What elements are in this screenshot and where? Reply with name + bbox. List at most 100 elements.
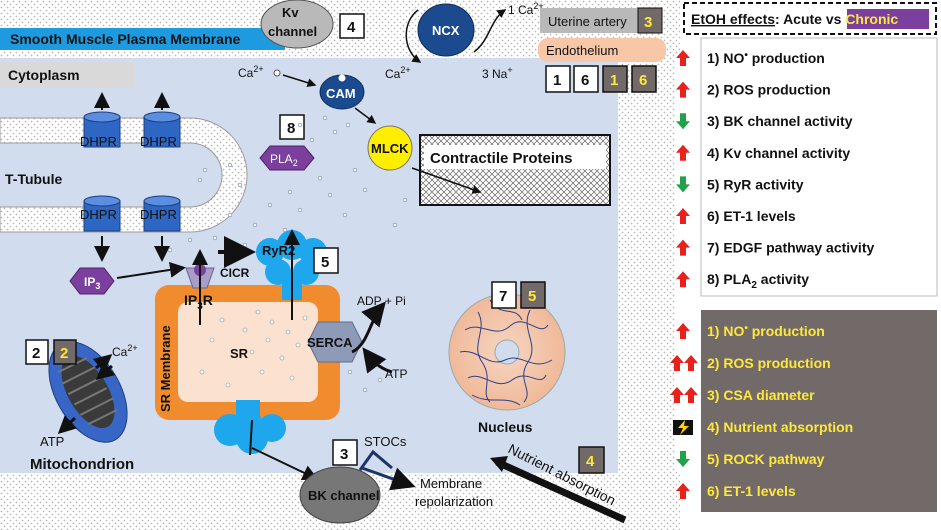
repol-label-2: repolarization — [415, 494, 493, 509]
legend-chronic-item: 5) ROCK pathway — [676, 451, 825, 467]
endothelium-badge-1: 1 — [553, 72, 561, 89]
dhpr-label: DHPR — [140, 134, 177, 149]
uterine-artery-label: Uterine artery — [548, 14, 627, 29]
mito-badge-1 — [25, 339, 49, 365]
serca-adp-arrow — [351, 301, 386, 354]
legend-acute-text: 8) PLA2 activity — [707, 271, 809, 291]
mito-ca: Ca2+ — [112, 343, 138, 359]
sr-calcium-leak-channel — [214, 400, 286, 454]
legend-chronic-panel — [701, 310, 937, 512]
legend-chronic-text: 3) CSA diameter — [707, 387, 815, 403]
ca-ion — [273, 69, 281, 77]
cam-ca-bound — [338, 74, 346, 82]
up-arrow-icon — [676, 81, 690, 98]
kv-badge-text: 4 — [347, 19, 356, 36]
serca-adp: ADP + Pi — [357, 294, 406, 308]
kv-label-2: channel — [268, 24, 317, 39]
nutrient-badge-text: 4 — [586, 453, 595, 470]
legend-chronic-item: 1) NO• production — [676, 323, 825, 339]
bk-repol-arrow — [361, 466, 416, 491]
dhpr-label: DHPR — [80, 207, 117, 222]
legend-acute-item: 8) PLA2 activity — [676, 271, 809, 291]
serca-atp-arrow — [362, 347, 393, 374]
ryr2-badge-text: 5 — [321, 254, 329, 271]
mlck-to-contractile-arrow — [411, 167, 482, 194]
contractile-label-bg — [424, 145, 606, 169]
nucleus-badge-1 — [491, 281, 517, 309]
ncx-channel — [417, 3, 475, 57]
legend-chronic-text: 5) ROCK pathway — [707, 451, 825, 467]
legend-chronic-list: 1) NO• production 2) ROS production 3) CSA… — [670, 323, 853, 499]
kv-label-1: Kv — [282, 5, 299, 20]
dhpr-channel-1: DHPR — [80, 111, 121, 149]
cam-ca: Ca2+ — [238, 64, 264, 80]
endothelium-badge-4: 6 — [639, 72, 647, 89]
nucleolus — [494, 339, 520, 365]
legend-acute-text: 5) RyR activity — [707, 176, 804, 192]
up-arrow-icon — [670, 355, 698, 371]
dhpr-label: DHPR — [80, 134, 117, 149]
cicr-label: CICR — [220, 266, 250, 280]
sr-lumen — [178, 302, 318, 402]
legend-chronic-item: 2) ROS production — [670, 355, 831, 371]
repol-label-1: Membrane — [420, 476, 482, 491]
ca-to-cam-arrow — [282, 74, 317, 88]
up-arrow-icon — [676, 323, 690, 339]
sr-to-bk-arrow — [251, 447, 319, 481]
nucleus-badge-1-text: 7 — [499, 288, 507, 305]
legend-chronic-item: 6) ET-1 levels — [676, 483, 796, 499]
legend-acute-text: 2) ROS production — [707, 82, 831, 98]
mito-badge-2 — [53, 339, 77, 365]
endothelium-badge-2: 6 — [581, 72, 589, 89]
plasma-membrane-strip — [0, 28, 285, 50]
dhpr-channel-2: DHPR — [140, 111, 181, 149]
legend-acute-item: 6) ET-1 levels — [676, 208, 796, 224]
ncx-ca-out: 1 Ca2+ — [508, 1, 544, 17]
legend-acute-item: 4) Kv channel activity — [676, 144, 850, 161]
pla2-enzyme — [259, 145, 315, 171]
ryr2-label: RyR2 — [262, 243, 295, 258]
endothelium-badge-3: 1 — [610, 72, 618, 89]
legend-chronic-item: 4) Nutrient absorption — [673, 419, 853, 435]
ncx-ca-in-arrow — [405, 9, 422, 63]
legend-chronic-text: 2) ROS production — [707, 355, 831, 371]
legend-acute-item: 3) BK channel activity — [676, 113, 853, 130]
nucleus-label: Nucleus — [478, 419, 533, 435]
stocs-wave — [358, 449, 393, 471]
nucleus-badge-2-text: 5 — [528, 288, 536, 305]
mito-badge-1-text: 2 — [32, 345, 40, 362]
legend-chronic-highlight — [847, 9, 929, 29]
up-arrow-icon — [670, 387, 698, 403]
up-arrow-icon — [676, 208, 690, 224]
sr-channel-line — [249, 419, 253, 456]
bk-label: BK channel — [308, 488, 380, 503]
up-arrow-icon — [676, 483, 690, 499]
kv-channel — [260, 0, 334, 49]
mlck-label: MLCK — [371, 141, 409, 156]
legend-acute-item: 7) EDGF pathway activity — [676, 239, 874, 256]
dhpr-channel-4: DHPR — [140, 195, 181, 232]
cytoplasm-label-box — [0, 62, 135, 88]
legend-acute-item: 5) RyR activity — [676, 176, 804, 193]
ncx-na: 3 Na+ — [482, 65, 513, 81]
pla2-badge — [279, 114, 305, 140]
legend-chronic-text: 6) ET-1 levels — [707, 483, 796, 499]
legend-chronic-text: 1) NO• production — [707, 323, 825, 339]
bk-badge — [332, 439, 358, 466]
endothelium-label: Endothelium — [546, 43, 618, 58]
cytoplasm-label: Cytoplasm — [8, 67, 80, 83]
sr-calcium-dots — [199, 309, 308, 388]
sr-membrane-label: SR Membrane — [158, 325, 173, 412]
nutrient-arrow-head — [490, 456, 508, 472]
ip3-label: IP3 — [84, 275, 100, 291]
mito-atp: ATP — [40, 434, 64, 449]
mito-badge-2-text: 2 — [60, 345, 68, 362]
legend-chronic-item: 3) CSA diameter — [670, 387, 815, 403]
dhpr-label: DHPR — [140, 207, 177, 222]
up-arrow-icon — [676, 144, 690, 161]
uterine-badge-text: 3 — [644, 14, 652, 31]
serca-pump — [307, 321, 363, 363]
